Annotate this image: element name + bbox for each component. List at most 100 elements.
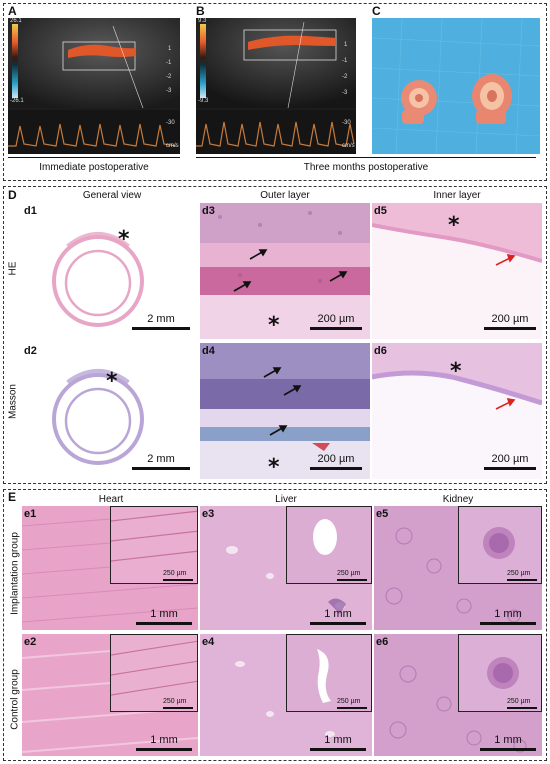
d5-graphic bbox=[372, 203, 542, 266]
section-abc-frame bbox=[3, 3, 547, 181]
scalebar-d1-label: 2 mm bbox=[147, 313, 175, 325]
panel-e3: e3 250 µm 1 mm bbox=[200, 506, 372, 630]
caption-b: Three months postoperative bbox=[303, 162, 429, 173]
asterisk-d5: * bbox=[448, 213, 460, 238]
scalebar-e1-label: 1 mm bbox=[150, 608, 178, 620]
caption-rule-b bbox=[196, 157, 536, 158]
col-title-outer: Outer layer bbox=[260, 190, 310, 201]
asterisk-d4: * bbox=[268, 455, 280, 479]
panel-label-a: A bbox=[8, 4, 17, 18]
doppler-axis-b-2: cm/s bbox=[342, 143, 355, 149]
graft-photo bbox=[372, 18, 540, 154]
d1-graphic bbox=[52, 232, 144, 327]
row-label-masson: Masson bbox=[7, 384, 19, 420]
tick-a-2: -1 bbox=[166, 60, 172, 66]
sublabel-e5: e5 bbox=[376, 508, 389, 520]
scalebar-d6-label: 200 µm bbox=[491, 453, 529, 465]
sublabel-d3: d3 bbox=[202, 205, 215, 217]
tick-a-1: 1 bbox=[168, 46, 172, 52]
panel-d2: d2 * 2 mm bbox=[22, 343, 198, 479]
scalebar-e6-line bbox=[480, 748, 536, 751]
sublabel-d4: d4 bbox=[202, 345, 215, 357]
scalebar-d1-line bbox=[132, 327, 190, 330]
scalebar-d3-label: 200 µm bbox=[317, 313, 355, 325]
sublabel-d1: d1 bbox=[24, 205, 37, 217]
e6-graphic bbox=[389, 665, 527, 753]
sublabel-e2: e2 bbox=[24, 636, 37, 648]
col-title-inner: Inner layer bbox=[433, 190, 481, 201]
graft-photo-graphic bbox=[372, 18, 540, 154]
scalebar-e4-label: 1 mm bbox=[324, 734, 352, 746]
tick-b-4: -3 bbox=[342, 90, 348, 96]
sublabel-e4: e4 bbox=[202, 636, 215, 648]
scale-top-b: 9.3 bbox=[198, 18, 207, 24]
doppler-axis-a-2: cm/s bbox=[166, 143, 179, 149]
scalebar-d2-label: 2 mm bbox=[147, 453, 175, 465]
inset-e3: 250 µm bbox=[286, 506, 372, 584]
inset-e6-scalebar-line bbox=[507, 707, 537, 709]
panel-d5: d5 * 200 µm bbox=[372, 203, 542, 339]
ultrasound-b-graphic bbox=[196, 18, 356, 154]
caption-rule-a bbox=[8, 157, 180, 158]
col-title-kidney: Kidney bbox=[442, 494, 474, 505]
tick-a-3: -2 bbox=[166, 74, 172, 80]
sublabel-e6: e6 bbox=[376, 636, 389, 648]
scalebar-e2-label: 1 mm bbox=[150, 734, 178, 746]
panel-label-b: B bbox=[196, 4, 205, 18]
sublabel-d2: d2 bbox=[24, 345, 37, 357]
panel-label-c: C bbox=[372, 4, 381, 18]
panel-d1: d1 * 2 mm bbox=[22, 203, 198, 339]
scale-bottom-b: -9.3 bbox=[198, 98, 209, 104]
inset-e5: 250 µm bbox=[458, 506, 542, 584]
scalebar-d4-line bbox=[310, 467, 362, 470]
inset-e4-scalebar: 250 µm bbox=[337, 698, 361, 705]
doppler-axis-b-1: -30 bbox=[342, 120, 351, 126]
asterisk-d6: * bbox=[450, 359, 462, 384]
panel-d6: d6 * 200 µm bbox=[372, 343, 542, 479]
d2-graphic bbox=[52, 369, 144, 465]
scalebar-e3-label: 1 mm bbox=[324, 608, 352, 620]
tick-b-2: -1 bbox=[342, 58, 348, 64]
panel-label-e: E bbox=[8, 490, 17, 504]
inset-e2-graphic bbox=[111, 640, 197, 696]
panel-e6: e6 250 µm 1 mm bbox=[374, 634, 542, 756]
scalebar-d4-label: 200 µm bbox=[317, 453, 355, 465]
ultrasound-image-a: 26.1 -26.1 1 -1 -2 -3 -30 cm/s bbox=[8, 18, 180, 154]
inset-e1-graphic bbox=[111, 510, 197, 562]
inset-e2-scalebar-line bbox=[163, 707, 193, 709]
ultrasound-a-graphic bbox=[8, 18, 180, 154]
inset-e2-scalebar: 250 µm bbox=[163, 698, 187, 705]
scalebar-e6-label: 1 mm bbox=[494, 734, 522, 746]
inset-e6-graphic bbox=[487, 657, 519, 689]
sublabel-e3: e3 bbox=[202, 508, 215, 520]
scalebar-e4-line bbox=[310, 748, 366, 751]
panel-e5: e5 250 µm 1 mm bbox=[374, 506, 542, 630]
tick-b-3: -2 bbox=[342, 74, 348, 80]
d6-graphic bbox=[372, 343, 542, 410]
inset-e2: 250 µm bbox=[110, 634, 198, 712]
inset-e4-scalebar-line bbox=[337, 707, 367, 709]
scalebar-e2-line bbox=[136, 748, 192, 751]
scalebar-e3-line bbox=[310, 622, 366, 625]
panel-d4: d4 * 200 µm bbox=[200, 343, 370, 479]
caption-a: Immediate postoperative bbox=[39, 162, 149, 173]
sublabel-d5: d5 bbox=[374, 205, 387, 217]
inset-e5-graphic bbox=[483, 527, 515, 559]
asterisk-d2: * bbox=[106, 369, 118, 394]
scale-bottom-a: -26.1 bbox=[10, 98, 24, 104]
inset-e4-graphic bbox=[317, 649, 331, 703]
tick-a-4: -3 bbox=[166, 88, 172, 94]
sublabel-e1: e1 bbox=[24, 508, 37, 520]
panel-e2: e2 250 µm 1 mm bbox=[22, 634, 198, 756]
sublabel-d6: d6 bbox=[374, 345, 387, 357]
col-title-heart: Heart bbox=[98, 494, 124, 505]
panel-label-d: D bbox=[8, 188, 17, 202]
e4-graphic bbox=[235, 661, 335, 737]
scalebar-d5-label: 200 µm bbox=[491, 313, 529, 325]
scalebar-d6-line bbox=[484, 467, 536, 470]
row-label-he: HE bbox=[7, 261, 19, 276]
inset-e5-scalebar-line bbox=[507, 579, 537, 581]
scale-top-a: 26.1 bbox=[10, 18, 22, 24]
asterisk-d1: * bbox=[118, 227, 130, 252]
inset-e3-scalebar: 250 µm bbox=[337, 570, 361, 577]
